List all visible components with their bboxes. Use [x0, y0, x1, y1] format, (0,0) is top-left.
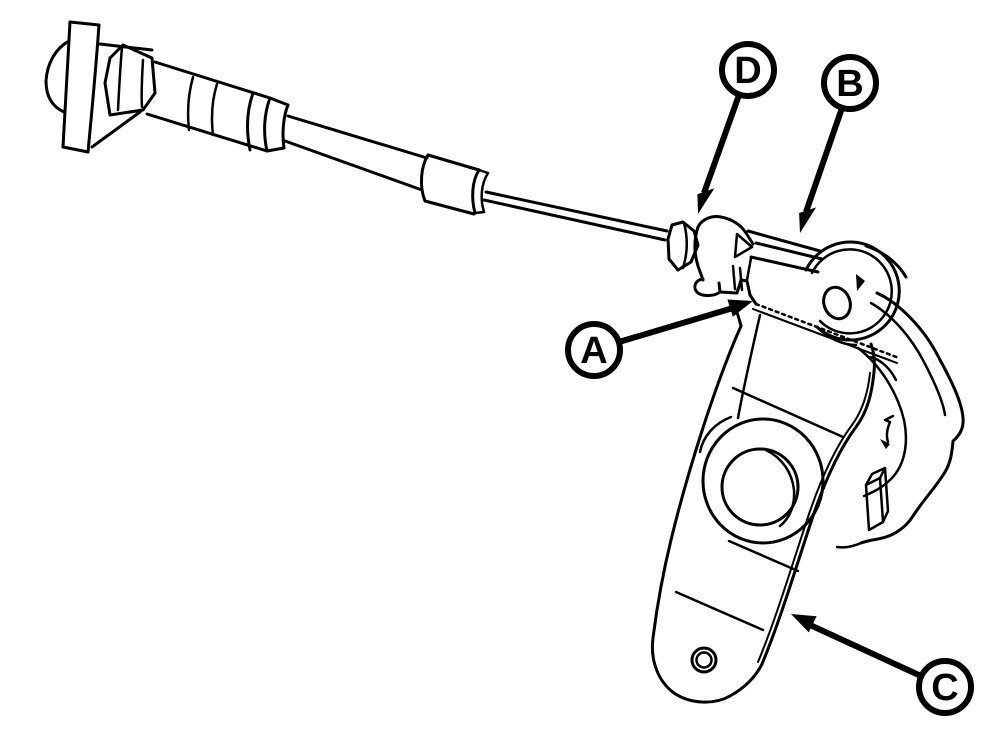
callout-d-letter: D	[734, 50, 761, 92]
callout-b-letter: B	[836, 63, 863, 105]
lever-bottom-hole	[690, 646, 718, 674]
inner-cable	[482, 190, 669, 242]
callout-b: B	[799, 54, 879, 233]
callout-b-arrowhead	[799, 207, 817, 233]
callout-a-arrowhead	[727, 299, 753, 317]
callout-d-arrowhead	[697, 188, 715, 214]
cable-end-clevis	[693, 215, 758, 306]
transmission-housing	[835, 244, 965, 549]
callout-c-arrow-shaft	[808, 622, 923, 679]
cable-housing-cone	[145, 60, 290, 153]
lever-arm	[650, 305, 876, 704]
callout-c-arrowhead	[791, 614, 817, 633]
cast-arrow-mark	[880, 414, 895, 449]
cable-adjuster-nut	[666, 220, 700, 272]
outer-cable	[283, 114, 429, 192]
callout-c-circle	[916, 658, 974, 716]
cable-ferrule	[419, 153, 490, 216]
housing-stop-block	[864, 466, 890, 532]
callout-a-letter: A	[580, 330, 607, 372]
callout-a: A	[565, 299, 753, 379]
callout-b-arrow-shaft	[803, 107, 845, 213]
lever-bore-boss	[698, 415, 825, 545]
mounting-bracket	[44, 20, 154, 154]
lever-eye-end	[804, 240, 901, 347]
callout-a-arrow-shaft	[618, 305, 734, 345]
callout-a-circle	[565, 321, 623, 379]
clevis-flat-bar	[746, 229, 901, 364]
callout-d-circle	[719, 41, 777, 99]
callout-c: C	[791, 614, 974, 716]
callout-b-circle	[821, 54, 879, 112]
cable-hex-fitting	[103, 43, 157, 117]
callout-d: D	[697, 41, 777, 214]
callout-c-letter: C	[931, 667, 958, 709]
callout-d-arrow-shaft	[701, 93, 742, 195]
